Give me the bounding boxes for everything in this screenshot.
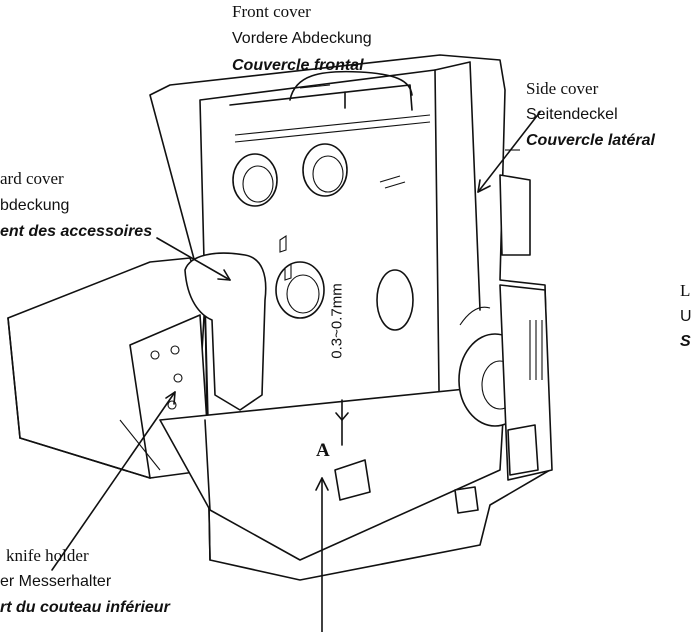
accessory-cover-part [184, 252, 267, 411]
gap-measurement-label: 0.3~0.7mm [328, 283, 346, 359]
right-label-line3: S [680, 333, 691, 350]
leader-accessory [156, 237, 231, 281]
point-a-label: A [316, 440, 330, 461]
lower-front-cover [159, 384, 506, 561]
accessory-cover-label-de: bdeckung [0, 197, 70, 214]
right-label-line1: L [680, 281, 691, 300]
side-cover-label-fr: Couvercle latéral [526, 132, 655, 149]
leader-side [477, 111, 541, 193]
front-cover-label-de: Vordere Abdeckung [232, 30, 372, 47]
right-label-line2: U [680, 308, 692, 325]
leader-knife [51, 391, 176, 571]
side-cover-label-en: Side cover [526, 79, 599, 98]
side-cover-label-de: Seitendeckel [526, 106, 618, 123]
knife-holder-label-fr: rt du couteau inférieur [0, 599, 170, 616]
knife-holder-label-en: knife holder [6, 546, 89, 565]
front-cover-label-fr: Couvercle frontal [232, 57, 364, 74]
accessory-cover-label-fr: ent des accessoires [0, 223, 153, 240]
front-cover-label-en: Front cover [232, 2, 311, 21]
accessory-cover-label-en: ard cover [0, 169, 64, 188]
knife-holder-label-de: er Messerhalter [0, 573, 112, 590]
